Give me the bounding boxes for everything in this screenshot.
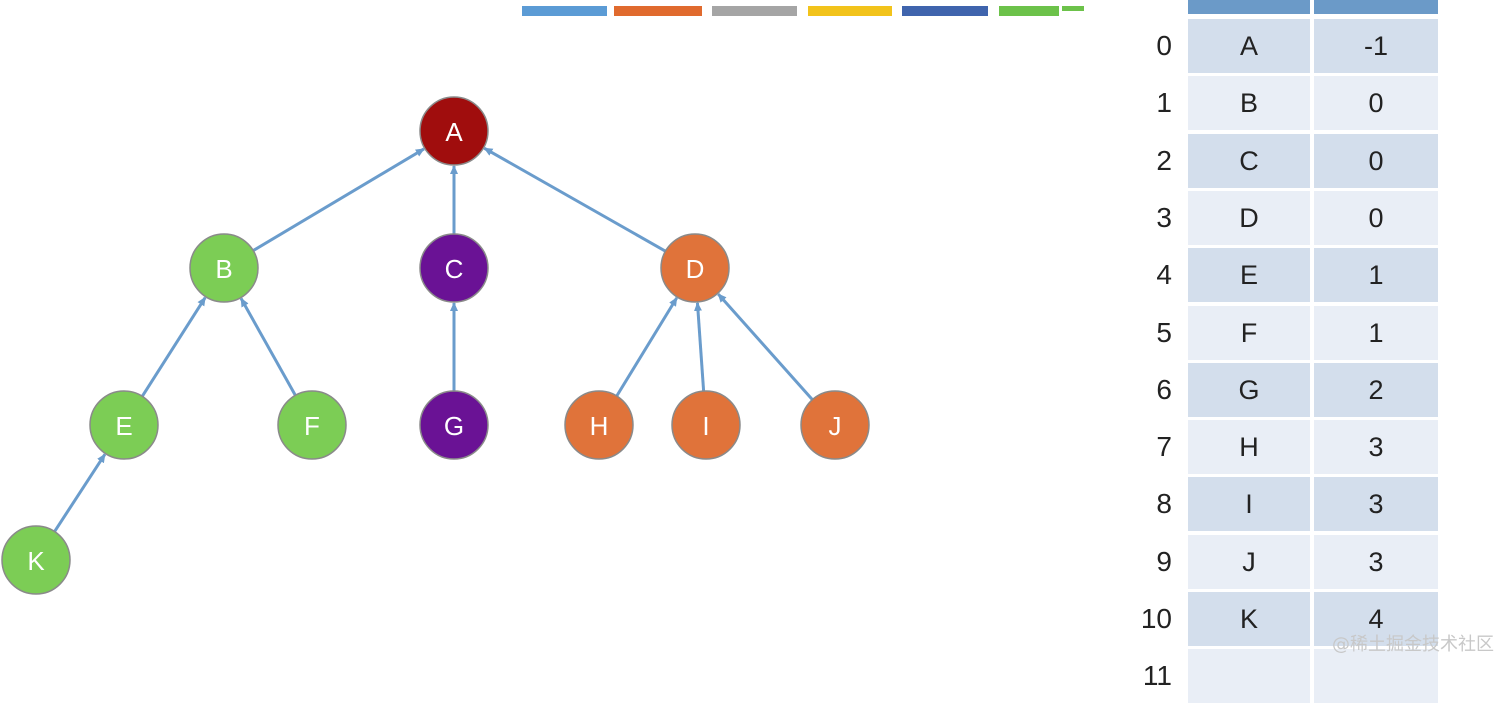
node-circle	[564, 390, 634, 460]
color-strip	[614, 6, 702, 16]
node-a: A	[419, 96, 489, 166]
node-d: D	[660, 233, 730, 303]
node-cell: K	[1188, 592, 1310, 646]
node-label: K	[27, 546, 45, 576]
watermark: @稀土掘金技术社区	[1332, 634, 1494, 655]
edge-b-to-a	[252, 147, 425, 252]
parent-cell: 0	[1314, 190, 1438, 245]
edge-k-to-e	[53, 453, 107, 533]
node-k: K	[1, 525, 71, 595]
node-circle	[419, 233, 489, 303]
parent-cell: 1	[1314, 248, 1438, 303]
table-header-parent	[1314, 0, 1438, 14]
node-label: C	[445, 254, 464, 284]
edge-e-to-b	[141, 296, 207, 398]
node-cell: J	[1188, 534, 1310, 589]
parent-cell: 3	[1314, 477, 1438, 532]
node-cell: C	[1188, 133, 1310, 188]
node-circle	[189, 233, 259, 303]
color-strip	[712, 6, 797, 16]
node-label: J	[829, 411, 842, 441]
parent-cell: 4	[1314, 592, 1438, 646]
node-circle	[800, 390, 870, 460]
row-index: 10	[1140, 603, 1172, 634]
node-circle	[89, 390, 159, 460]
node-label: I	[702, 411, 709, 441]
node-circle	[419, 96, 489, 166]
edge-f-to-b	[239, 297, 297, 397]
edge-i-to-d	[694, 301, 706, 392]
tree-diagram: A B C D E F G H I J K	[1, 96, 870, 595]
node-cell: I	[1188, 477, 1310, 532]
node-f: F	[277, 390, 347, 460]
row-index: 11	[1142, 660, 1172, 692]
row-index: 3	[1156, 201, 1172, 233]
node-label: D	[686, 254, 705, 284]
row-index: 9	[1156, 545, 1172, 577]
node-cell: G	[1188, 362, 1310, 417]
node-g: G	[419, 390, 489, 460]
node-i: I	[671, 390, 741, 460]
node-c: C	[419, 233, 489, 303]
parent-cell	[1314, 649, 1438, 704]
row-index: 7	[1156, 431, 1172, 463]
node-cell: D	[1188, 190, 1310, 245]
table-header-node	[1188, 0, 1310, 14]
color-strip	[902, 6, 988, 16]
node-circle	[277, 390, 347, 460]
parent-cell: 0	[1314, 133, 1438, 188]
parent-cell: 2	[1314, 362, 1438, 417]
row-index: 2	[1156, 144, 1172, 176]
color-strip	[1062, 6, 1084, 11]
parent-cell: 0	[1314, 76, 1438, 131]
row-index: 8	[1156, 488, 1172, 520]
color-strip	[999, 6, 1059, 16]
node-label: G	[444, 411, 464, 441]
node-circle	[660, 233, 730, 303]
node-label: B	[215, 254, 232, 284]
node-circle	[671, 390, 741, 460]
node-label: E	[115, 411, 132, 441]
parent-cell: 1	[1314, 305, 1438, 360]
row-index: 5	[1156, 316, 1172, 348]
parent-cell: -1	[1314, 19, 1438, 73]
node-label: F	[304, 411, 320, 441]
node-label: H	[590, 411, 609, 441]
node-cell: H	[1188, 420, 1310, 475]
node-b: B	[189, 233, 259, 303]
edge-d-to-a	[483, 146, 667, 253]
row-index: 6	[1156, 373, 1172, 405]
row-index: 4	[1156, 259, 1172, 291]
node-h: H	[564, 390, 634, 460]
node-cell: F	[1188, 305, 1310, 360]
node-circle	[1, 525, 71, 595]
row-index: 1	[1156, 87, 1172, 119]
node-cell: A	[1188, 19, 1310, 73]
color-strip	[808, 6, 892, 16]
edge-j-to-d	[717, 293, 814, 401]
edge-h-to-d	[615, 297, 679, 397]
node-j: J	[800, 390, 870, 460]
node-cell	[1188, 649, 1310, 704]
node-cell: E	[1188, 248, 1310, 303]
parent-cell: 3	[1314, 420, 1438, 475]
parent-cell: 3	[1314, 534, 1438, 589]
node-circle	[419, 390, 489, 460]
node-e: E	[89, 390, 159, 460]
node-label: A	[445, 117, 463, 147]
node-cell: B	[1188, 76, 1310, 131]
row-index: 0	[1156, 30, 1172, 61]
color-strip	[522, 6, 607, 16]
